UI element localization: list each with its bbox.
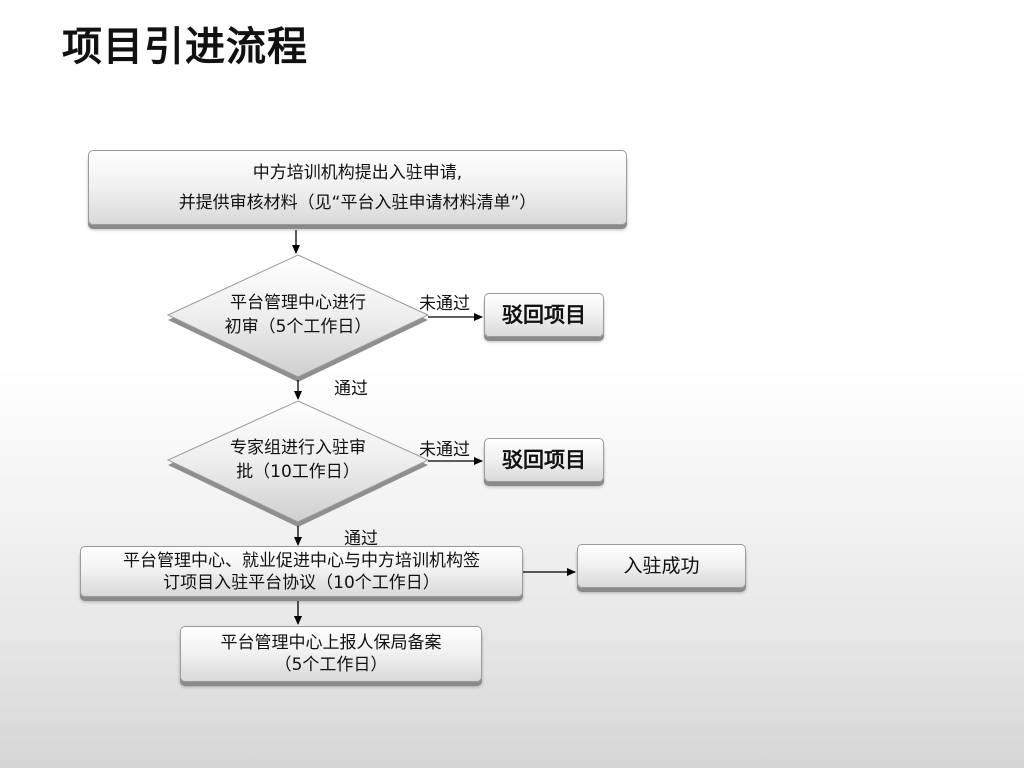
success-label: 入驻成功 xyxy=(623,555,700,577)
initial-review-line1: 平台管理中心进行 xyxy=(230,293,366,313)
pass-label-1: 通过 xyxy=(334,379,368,399)
reject-box-1: 驳回项目 xyxy=(484,293,604,337)
fail-label-1: 未通过 xyxy=(419,294,470,314)
initial-review-line2: 初审（5个工作日） xyxy=(224,317,372,337)
sign-line2: 订项目入驻平台协议（10个工作日） xyxy=(163,572,440,593)
success-box: 入驻成功 xyxy=(577,544,746,588)
initial-review-text: 平台管理中心进行 初审（5个工作日） xyxy=(188,287,408,343)
expert-review-text: 专家组进行入驻审 批（10工作日） xyxy=(188,432,408,488)
diamond-expert-review-face xyxy=(166,400,430,523)
apply-line2: 并提供审核材料（见“平台入驻申请材料清单”） xyxy=(178,192,537,213)
sign-box: 平台管理中心、就业促进中心与中方培训机构签 订项目入驻平台协议（10个工作日） xyxy=(80,546,523,597)
apply-box: 中方培训机构提出入驻申请, 并提供审核材料（见“平台入驻申请材料清单”） xyxy=(88,150,627,225)
page-title: 项目引进流程 xyxy=(62,24,308,70)
expert-review-line2: 批（10工作日） xyxy=(236,462,360,482)
reject-label-2: 驳回项目 xyxy=(502,448,586,472)
report-box: 平台管理中心上报人保局备案 （5个工作日） xyxy=(180,626,482,682)
expert-review-line1: 专家组进行入驻审 xyxy=(230,438,366,458)
reject-label-1: 驳回项目 xyxy=(502,303,586,327)
fail-label-2: 未通过 xyxy=(419,440,470,460)
pass-label-2: 通过 xyxy=(344,529,378,549)
report-line2: （5个工作日） xyxy=(274,655,388,675)
diamond-initial-review-face xyxy=(166,254,430,378)
sign-line1: 平台管理中心、就业促进中心与中方培训机构签 xyxy=(123,550,480,571)
reject-box-2: 驳回项目 xyxy=(484,438,604,482)
apply-line1: 中方培训机构提出入驻申请, xyxy=(252,162,463,183)
report-line1: 平台管理中心上报人保局备案 xyxy=(220,633,442,653)
